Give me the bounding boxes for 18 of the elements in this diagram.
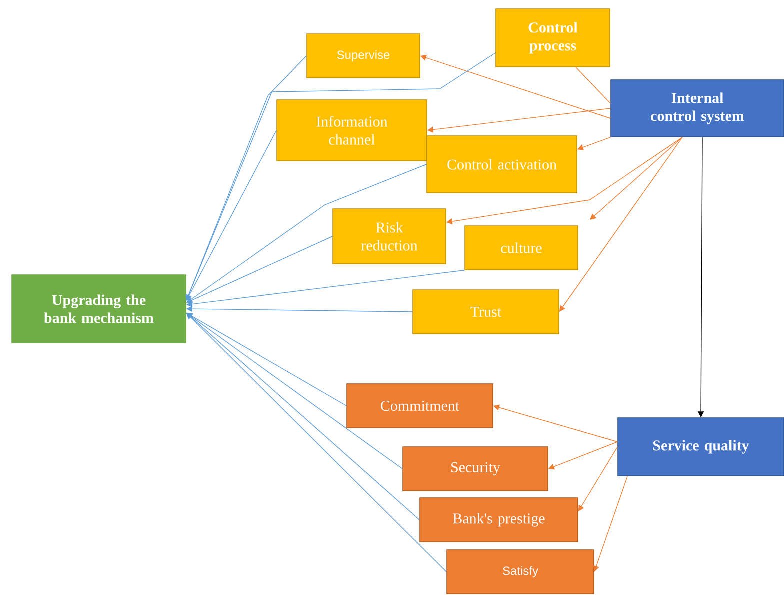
process-box: Information channel <box>276 100 428 162</box>
process-box: Internal control system <box>610 80 784 138</box>
process-box: Service quality <box>618 418 784 476</box>
connector-line <box>576 67 611 104</box>
process-box: Control activation <box>426 136 578 194</box>
process-box: Bank's prestige <box>420 498 578 542</box>
process-box: Satisfy <box>446 550 594 594</box>
process-box: Trust <box>412 290 560 334</box>
arrow <box>186 130 277 301</box>
arrow <box>590 137 683 220</box>
process-box: Security <box>402 446 548 492</box>
arrow <box>186 52 496 301</box>
process-box: Upgrading the bank mechanism <box>12 274 186 344</box>
process-box: Risk reduction <box>332 208 446 264</box>
process-box: Commitment <box>346 384 494 428</box>
process-box: Supervise <box>306 34 420 78</box>
process-box: culture <box>464 226 578 270</box>
process-box: Control process <box>496 8 610 68</box>
